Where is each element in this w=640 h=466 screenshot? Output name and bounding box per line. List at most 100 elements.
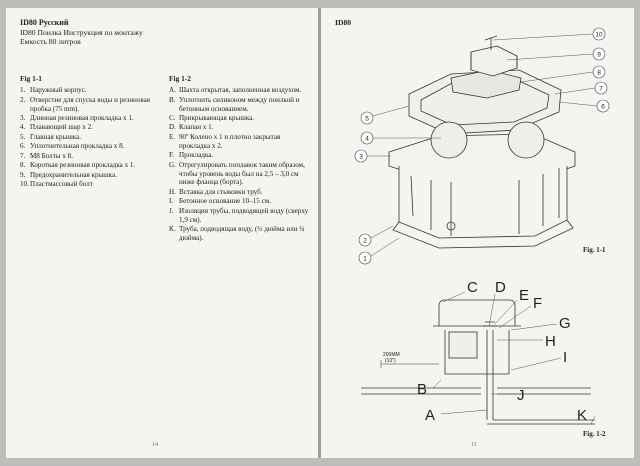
- fig2-item: E.90º Колено x 1 и плотно закрытая прокл…: [169, 133, 311, 151]
- letter-D: D: [495, 279, 506, 296]
- callout-2-icon: [358, 233, 372, 247]
- float-ball-left: [430, 121, 468, 159]
- fig1-item-number: 9.: [20, 170, 26, 179]
- header-block: ID80 Русский ID80 Поилка Инструкция по м…: [20, 18, 310, 47]
- callout-7: 7: [599, 86, 603, 93]
- fig2-item-number: I.: [169, 197, 174, 206]
- fig2-item-number: F.: [169, 151, 175, 160]
- capacity-text: Емкость 80 литров: [20, 37, 81, 47]
- float-ball-right: [507, 121, 545, 159]
- fig2-item: I. Бетонное основание 10–15 см.: [169, 197, 311, 206]
- page-number: 14: [152, 442, 158, 448]
- fig2-item-number: D.: [169, 123, 176, 132]
- fig1-item: 10.Пластмассовый болт: [20, 180, 162, 189]
- fig2-item-number: E.: [169, 132, 176, 141]
- fig1-item: 1. Наружный корпус.: [20, 86, 162, 95]
- fig1-item-number: 1.: [20, 86, 26, 95]
- drinker-section: [438, 299, 516, 326]
- letter-F: F: [533, 295, 542, 312]
- fig2-caption: Fig. 1-2: [583, 430, 606, 438]
- fig1-item-number: 7.: [20, 151, 26, 160]
- fig2-item: G.Отрегулировать поплавок таким образом,…: [169, 161, 311, 188]
- callout-6: 6: [601, 104, 605, 111]
- fig2-item-text: Прикрывающая крышка.: [179, 114, 255, 123]
- callout-circles: 10 9 8 7 6 5 4 3 2 1: [354, 27, 610, 265]
- letter-I: I: [563, 349, 567, 366]
- fig1-item-number: 8.: [20, 161, 26, 170]
- fig2-item: B.Уплотнить силиконом между поилкой и бе…: [169, 96, 311, 114]
- fig1-item: 2. Отверстие для спуска воды и резиновая …: [20, 96, 162, 114]
- fig2-item: F. Прокладка.: [169, 151, 311, 160]
- letter-B: B: [417, 381, 427, 398]
- fig2-item-text: Изоляция трубы, подводящей воду (сверху …: [179, 206, 309, 224]
- fig1-item: 8.Короткая резиновая прокладка x 1.: [20, 161, 162, 170]
- fig2-item-text: 90º Колено x 1 и плотно закрытая проклад…: [179, 132, 281, 150]
- letter-C: C: [467, 279, 478, 296]
- book-gutter: [318, 8, 321, 458]
- fig1-item-text: Длинная резиновая прокладка x 1.: [30, 114, 134, 123]
- fig1-item-text: Наружный корпус.: [30, 86, 87, 95]
- fig1-item-text: Плавающий шар x 2.: [30, 123, 93, 132]
- fig1-item-number: 4.: [20, 123, 26, 132]
- fig1-item: 4. Плавающий шар x 2.: [20, 123, 162, 132]
- fig2-legend: Fig 1-2 A.Шахта открытая, заполненная во…: [169, 74, 311, 243]
- callout-1: 1: [363, 256, 367, 263]
- left-page: ID80 Русский ID80 Поилка Инструкция по м…: [6, 8, 319, 458]
- fig1-item-text: Пластмассовый болт: [30, 180, 93, 189]
- installation-section-figure: C D E F G H I J K A B 200MM (10"): [361, 279, 596, 425]
- fig2-item-number: K.: [169, 225, 176, 234]
- fig1-item-text: Главная крышка.: [30, 132, 82, 141]
- fig1-item-text: М8 Болты x 8.: [30, 151, 73, 160]
- fig2-item: C.Прикрывающая крышка.: [169, 114, 311, 123]
- callout-5-icon: [360, 111, 374, 125]
- fig1-item: 6.Уплотнительная прокладка x 8.: [20, 142, 162, 151]
- callout-9: 9: [597, 52, 601, 59]
- callout-8: 8: [597, 70, 601, 77]
- callout-2: 2: [363, 238, 367, 245]
- fig2-item-number: H.: [169, 187, 176, 196]
- callout-3: 3: [359, 154, 363, 161]
- letter-G: G: [559, 315, 571, 332]
- fig2-item-text: Прокладка.: [179, 151, 214, 160]
- right-page: ID80: [321, 8, 634, 458]
- fig2-item: H.Вставка для стыковки труб.: [169, 188, 311, 197]
- cover-box: [448, 331, 478, 359]
- fig1-item: 5.Главная крышка.: [20, 133, 162, 142]
- letter-J: J: [517, 387, 525, 404]
- callout-7-icon: [594, 81, 608, 95]
- fig2-label: Fig 1-2: [169, 74, 191, 83]
- fig2-item-text: Уплотнить силиконом между поилкой и бето…: [179, 95, 300, 113]
- fig1-list: 1. Наружный корпус. 2. Отверстие для спуска…: [20, 86, 162, 189]
- fig1-item: 9.Предохранительная крышка.: [20, 171, 162, 180]
- fig1-item-number: 2.: [20, 95, 26, 104]
- fig2-item: K.Труба, подводящая воду, (½ дюйма или ¾…: [169, 225, 311, 243]
- fig2-list: A.Шахта открытая, заполненная воздухом.B…: [169, 86, 311, 243]
- letter-K: K: [577, 407, 587, 424]
- fig1-item-text: Отверстие для спуска воды и резиновая пр…: [30, 95, 151, 113]
- exploded-drinker-figure: 10 9 8 7 6 5 4 3 2 1: [354, 27, 610, 265]
- callout-4: 4: [365, 136, 369, 143]
- fig2-item-text: Отрегулировать поплавок таким образом, ч…: [179, 160, 305, 187]
- fig2-item-number: B.: [169, 95, 176, 104]
- callout-4-icon: [360, 131, 374, 145]
- callout-8-icon: [592, 65, 606, 79]
- fig2-item-text: Бетонное основание 10–15 см.: [179, 197, 271, 206]
- fig1-item: 3.Длинная резиновая прокладка x 1.: [20, 114, 162, 123]
- letter-E: E: [519, 287, 529, 304]
- fig2-item-number: J.: [169, 206, 174, 215]
- page-subtitle: ID80 Поилка Инструкция по монтажу: [20, 28, 143, 37]
- callout-10-icon: [592, 27, 606, 41]
- fig1-label: Fig 1-1: [20, 74, 42, 83]
- callout-9-icon: [592, 47, 606, 61]
- plastic-bolt: [484, 35, 498, 50]
- supply-pipe: [486, 330, 494, 420]
- fig2-item-number: G.: [169, 160, 176, 169]
- callout-10: 10: [595, 32, 603, 39]
- fig1-caption: Fig. 1-1: [583, 246, 606, 254]
- outer-body: [398, 166, 568, 239]
- fig2-item-text: Клапан x 1.: [179, 123, 214, 132]
- fig1-legend: Fig 1-1 1. Наружный корпус. 2. Отверстие дл…: [20, 74, 162, 190]
- right-page-title: ID80: [335, 18, 352, 27]
- fig2-item-text: Труба, подводящая воду, (½ дюйма или ¾ д…: [179, 225, 305, 242]
- right-page-number: 11: [471, 442, 477, 448]
